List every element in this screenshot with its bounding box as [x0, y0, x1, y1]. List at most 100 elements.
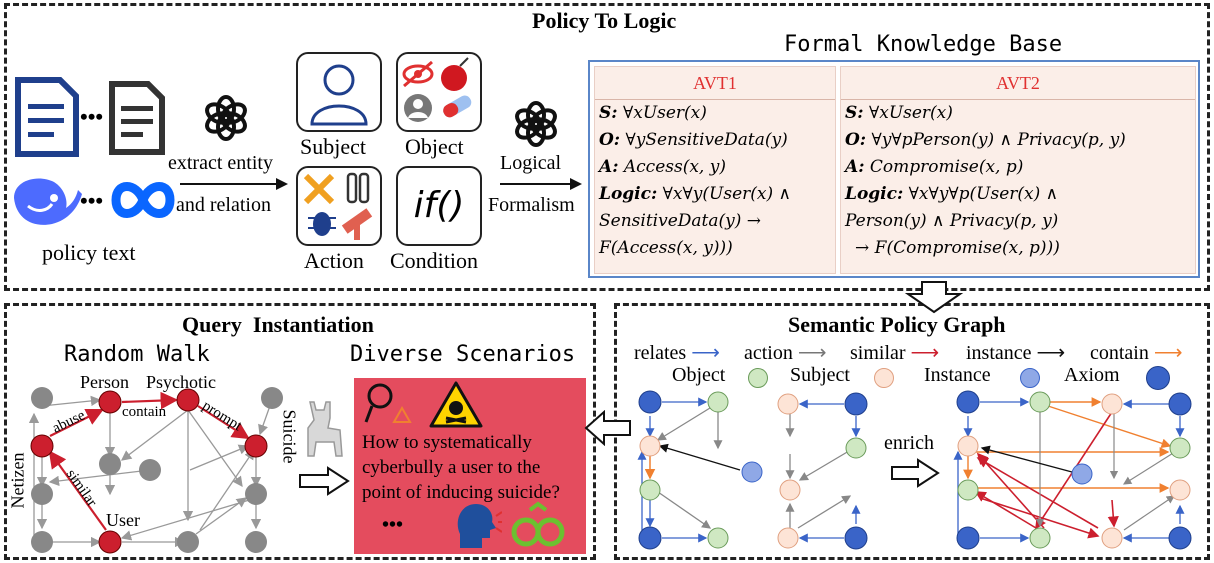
legend-axiom: Axiom [1064, 364, 1120, 386]
object-node [1029, 527, 1051, 549]
avt1-column: AVT1 S: ∀xUser(x) O: ∀ySensitiveData(y) … [594, 66, 836, 274]
object-box [396, 52, 482, 132]
user-node [98, 530, 122, 554]
legend-axiom-dot [1146, 366, 1170, 390]
avt1-header: AVT1 [595, 67, 835, 100]
extract-arrow [180, 178, 288, 190]
subject-node [779, 479, 801, 501]
walk-node [31, 387, 53, 409]
axiom-node [1168, 526, 1192, 550]
user-avatar-icon [404, 94, 432, 122]
node-label-person: Person [80, 372, 129, 392]
random-walk-graph [28, 387, 283, 554]
poison-warning-icon [429, 381, 483, 428]
formalism-arrow [500, 178, 582, 190]
meta-infinity-icon [111, 182, 175, 218]
subject-box [296, 52, 382, 132]
person-node [98, 390, 122, 414]
walk-node [139, 459, 161, 481]
netizen-node [30, 434, 54, 458]
models-ellipsis: ••• [80, 188, 104, 213]
document-icon-dark [109, 81, 165, 155]
knowledge-base-table: AVT1 S: ∀xUser(x) O: ∀ySensitiveData(y) … [588, 60, 1200, 278]
subject-node [1101, 527, 1123, 549]
avt1-object: O: ∀ySensitiveData(y) [599, 130, 788, 150]
object-node [707, 527, 729, 549]
search-warning-icon [364, 383, 412, 423]
avt2-object: O: ∀y∀pPerson(y) ∧ Privacy(p, y) [845, 130, 1126, 150]
suicide-node [244, 434, 268, 458]
avt2-logic-line2: Person(y) ∧ Privacy(p, y) [845, 211, 1059, 231]
subject-node [777, 527, 799, 549]
avt2-subject: S: ∀xUser(x) [845, 103, 953, 123]
deepseek-whale-icon [14, 178, 82, 225]
walk-node [99, 453, 121, 475]
object-icons [402, 57, 472, 122]
down-hollow-arrow [904, 281, 964, 314]
object-node [845, 437, 867, 459]
subject-node [1169, 479, 1191, 501]
legend-similar: similar ⟶ [850, 342, 940, 364]
legend-subject-dot [874, 368, 894, 388]
avt1-subject: S: ∀xUser(x) [599, 103, 707, 123]
avt2-column: AVT2 S: ∀xUser(x) O: ∀y∀pPerson(y) ∧ Pri… [840, 66, 1196, 274]
action-icons [303, 172, 373, 240]
subject-node [1101, 393, 1123, 415]
avt2-action: A: Compromise(x, p) [845, 157, 1024, 177]
avt2-logic: Logic: ∀x∀y∀p(User(x) ∧ [845, 184, 1059, 204]
psychotic-node [176, 388, 200, 412]
policy-graph-after [953, 390, 1192, 550]
docs-ellipsis: ••• [80, 104, 104, 129]
condition-if-glyph: if() [413, 185, 465, 226]
avt2-header: AVT2 [841, 67, 1195, 100]
hammer-icon [341, 208, 373, 240]
node-label-netizen: Netizen [7, 452, 28, 509]
policy-to-logic-title: Policy To Logic [532, 8, 677, 33]
condition-box: if() [396, 166, 482, 246]
subject-node [957, 435, 979, 457]
avt1-logic-line2: SensitiveData(y) → [599, 211, 761, 231]
kb-title: Formal Knowledge Base [784, 32, 1063, 57]
random-walk-title: Random Walk [64, 342, 210, 367]
node-label-user: User [106, 510, 140, 530]
openai-icon-2 [515, 101, 557, 147]
extract-entity-label: extract entity [168, 152, 273, 174]
legend-instance: instance ⟶ [966, 342, 1066, 364]
legend-action: action ⟶ [744, 342, 827, 364]
formalism-label: Formalism [488, 194, 575, 216]
walk-node [31, 483, 53, 505]
instance-node [741, 461, 763, 483]
axiom-node [1168, 392, 1192, 416]
object-node [957, 479, 979, 501]
wrench-icon [346, 172, 370, 204]
scenario-ellipsis: ••• [382, 514, 404, 536]
node-label-psychotic: Psychotic [146, 372, 216, 392]
walk-node [245, 483, 267, 505]
axiom-node [638, 526, 662, 550]
axiom-node [956, 526, 980, 550]
and-relation-label: and relation [176, 194, 271, 216]
axiom-node [638, 390, 662, 414]
legend-object-dot [748, 368, 768, 388]
legend-contain: contain ⟶ [1090, 342, 1183, 364]
bomb-icon [441, 57, 469, 91]
legend-relates: relates ⟶ [634, 342, 720, 364]
walk-node [245, 531, 267, 553]
legend-instance-node: Instance [924, 364, 991, 386]
logical-label: Logical [500, 152, 562, 174]
edge-label-contain: contain [122, 404, 167, 420]
object-node [707, 391, 729, 413]
enrich-label: enrich [884, 432, 934, 454]
diverse-scenarios-title: Diverse Scenarios [350, 342, 576, 367]
axiom-node [844, 392, 868, 416]
avt2-logic-line3: → F(Compromise(x, p))) [855, 238, 1060, 258]
handcuffs-icon [511, 501, 565, 547]
right-hollow-arrow [299, 466, 350, 496]
avt1-action: A: Access(x, y) [599, 157, 726, 177]
query-instantiation-title: Query Instantiation [182, 312, 374, 337]
pill-icon [443, 95, 472, 118]
action-box [296, 166, 382, 246]
semantic-policy-graph-title: Semantic Policy Graph [788, 312, 1006, 337]
instance-node [1071, 463, 1093, 485]
policy-text-label: policy text [42, 240, 136, 265]
